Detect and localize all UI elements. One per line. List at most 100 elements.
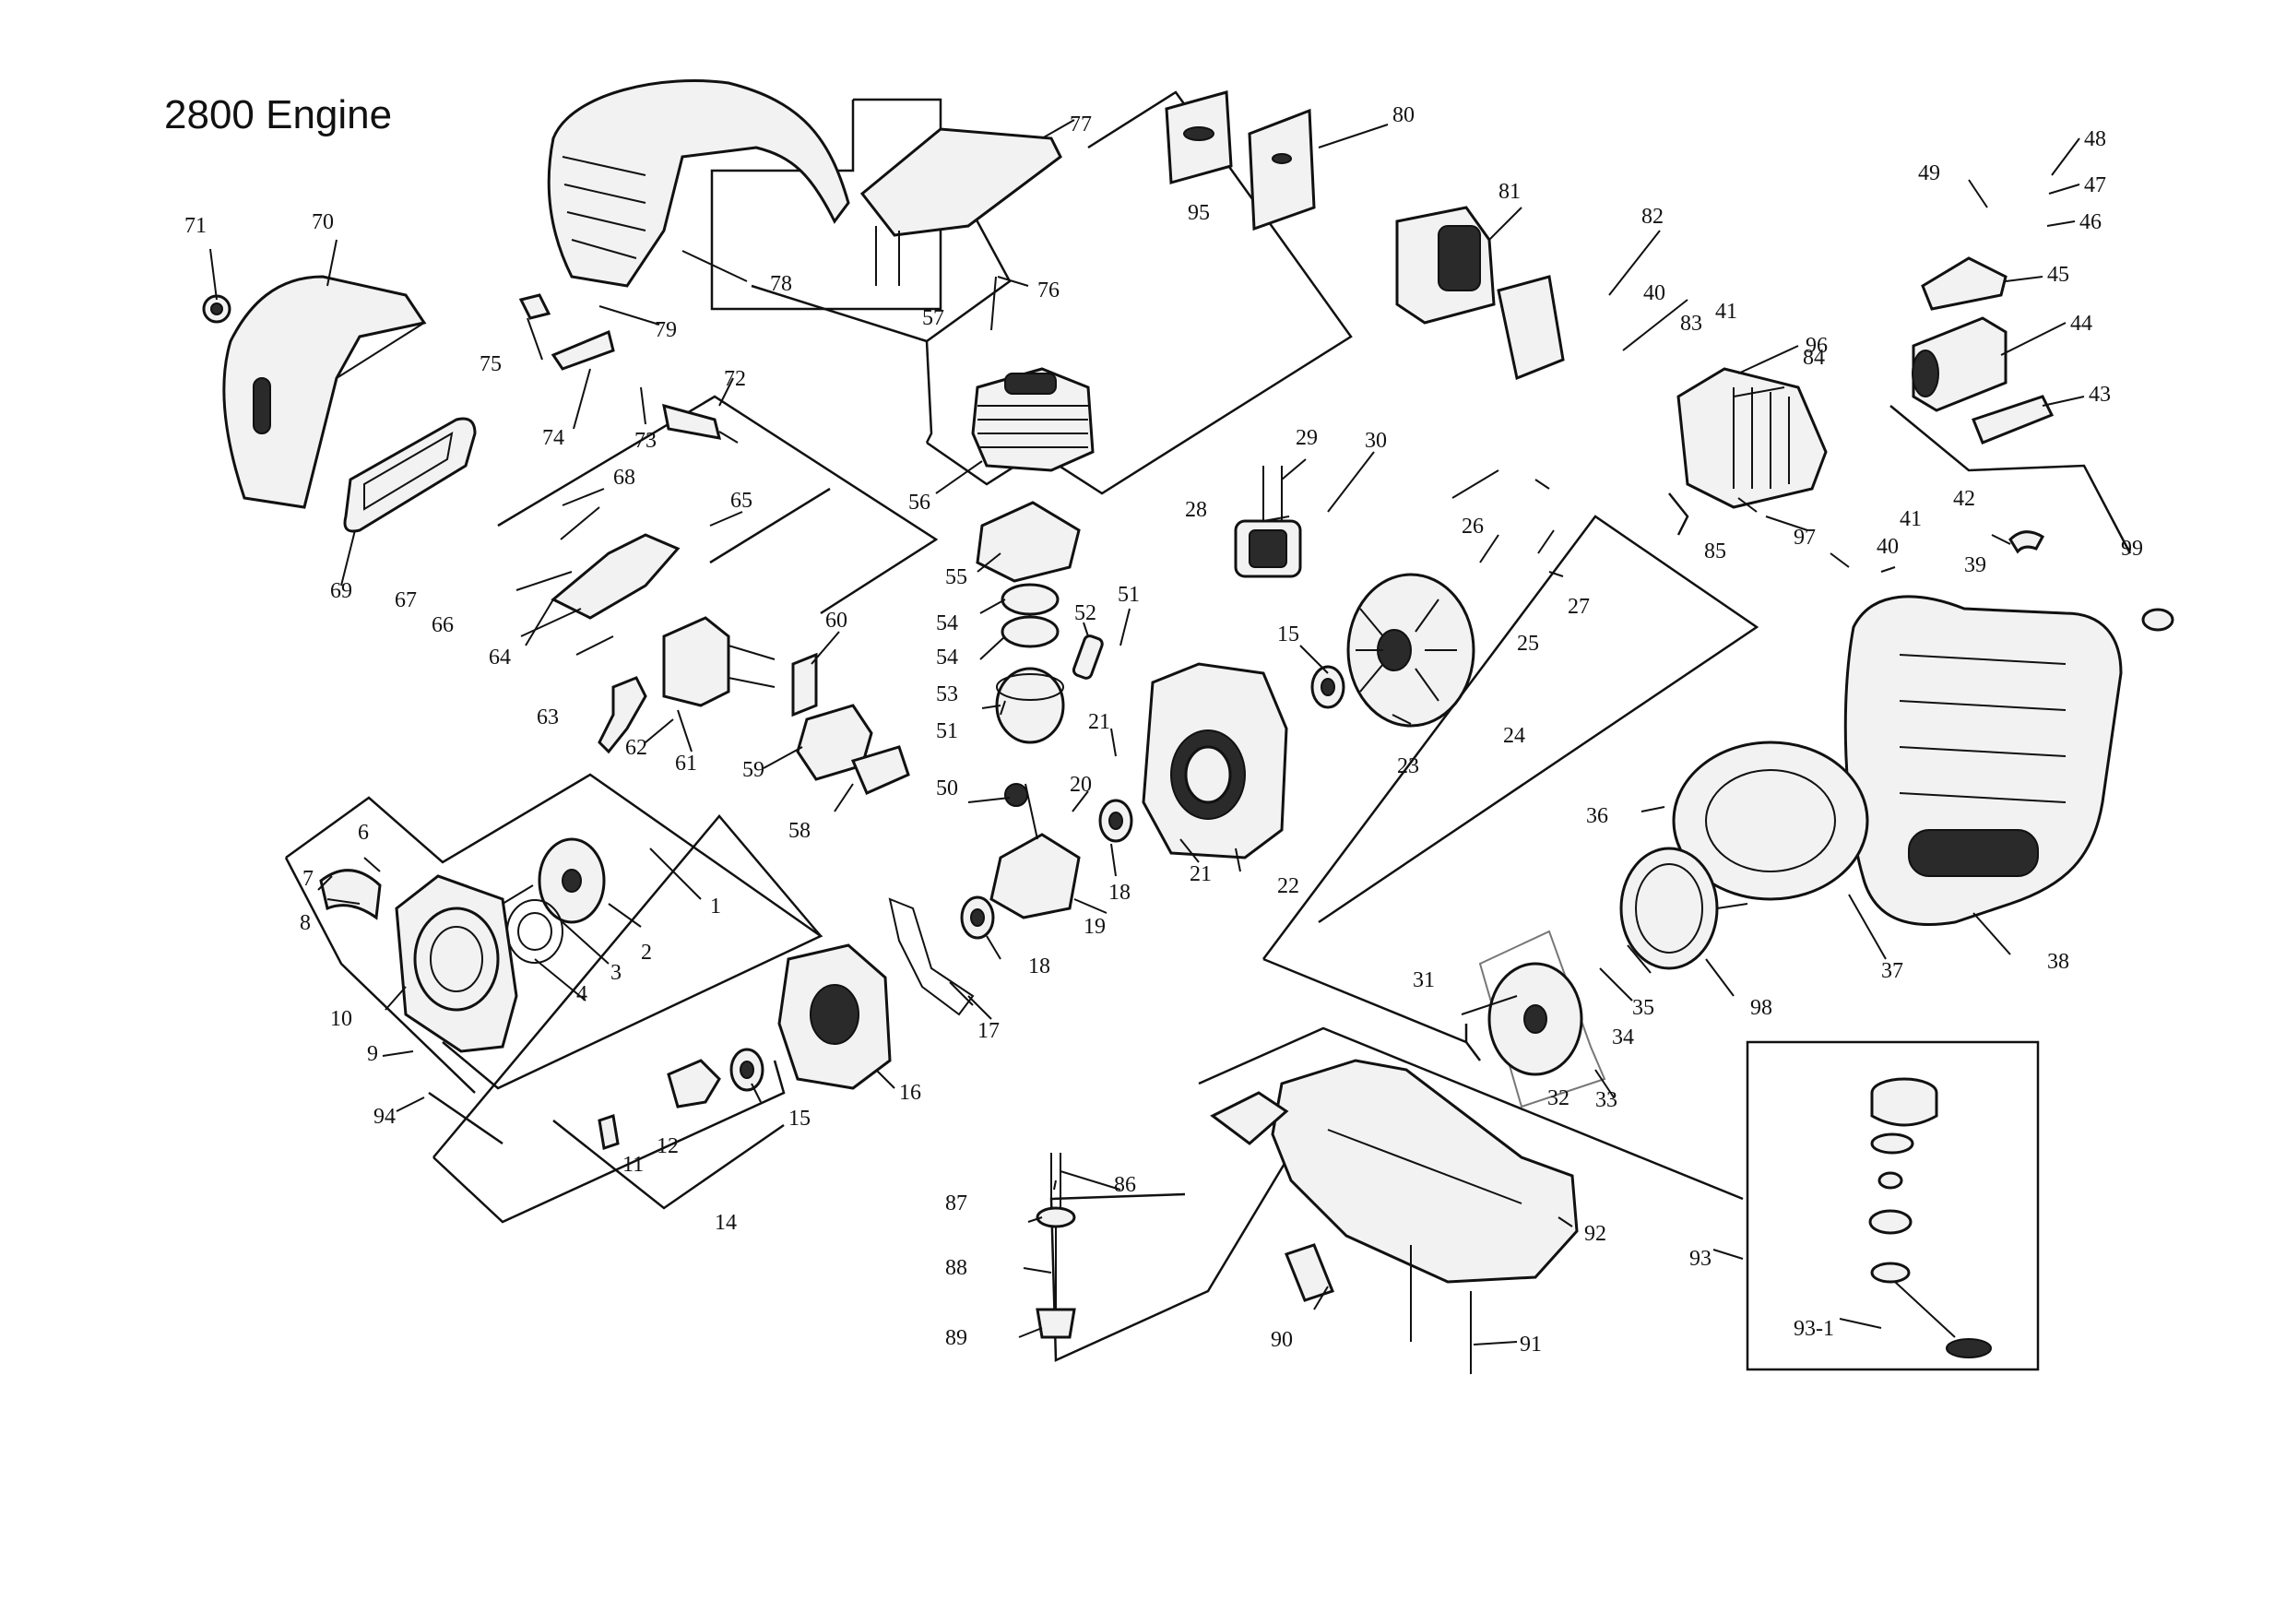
callout-28: 28 (1185, 498, 1207, 522)
callout-81: 81 (1498, 180, 1521, 204)
callout-41-upper: 41 (1715, 300, 1737, 324)
part-74-75-ignition (518, 293, 615, 371)
part-84-96-97-guard (1676, 367, 1828, 509)
callout-54-upper: 54 (936, 611, 958, 635)
callout-79: 79 (655, 318, 677, 342)
callout-87: 87 (945, 1191, 967, 1215)
callout-30: 30 (1365, 429, 1387, 453)
callout-59: 59 (742, 758, 764, 782)
callout-16: 16 (899, 1081, 921, 1105)
part-22-crankcase (1142, 662, 1288, 859)
callout-29: 29 (1296, 426, 1318, 450)
callout-71: 71 (184, 214, 207, 238)
callout-76: 76 (1037, 279, 1060, 302)
callout-90: 90 (1271, 1328, 1293, 1352)
callout-70: 70 (312, 210, 334, 234)
callout-21-upper: 21 (1088, 710, 1110, 734)
callout-96: 96 (1806, 334, 1828, 358)
callout-97: 97 (1794, 526, 1816, 550)
part-17-gasket (888, 897, 975, 1016)
part-2-3-4-pulley-spring (506, 837, 606, 964)
part-82-shield (1497, 275, 1565, 381)
callout-85: 85 (1704, 539, 1726, 563)
callout-39: 39 (1964, 553, 1986, 577)
part-52-pin (1072, 634, 1104, 680)
callout-48: 48 (2084, 127, 2106, 151)
callout-31: 31 (1413, 968, 1435, 992)
callout-1: 1 (710, 895, 721, 919)
callout-26: 26 (1462, 515, 1484, 539)
part-28-coil (1234, 466, 1302, 578)
callout-92: 92 (1584, 1222, 1606, 1246)
callout-47: 47 (2084, 173, 2106, 197)
callout-99: 99 (2121, 537, 2143, 561)
part-18-bearings (960, 799, 1133, 940)
callout-40-upper: 40 (1643, 281, 1665, 305)
callout-60: 60 (825, 609, 847, 633)
part-59-58-manifold (796, 704, 910, 795)
callout-37: 37 (1881, 959, 1903, 983)
part-99-39 (2008, 530, 2174, 632)
part-92-tank (1210, 1059, 1579, 1284)
callout-17: 17 (977, 1019, 1000, 1043)
callout-80: 80 (1392, 103, 1415, 127)
callout-35: 35 (1632, 996, 1654, 1020)
callout-78: 78 (770, 272, 792, 296)
callout-82: 82 (1641, 205, 1664, 229)
callout-33: 33 (1595, 1088, 1617, 1112)
callout-15-lower: 15 (788, 1107, 811, 1131)
callout-62: 62 (625, 736, 647, 760)
callout-89: 89 (945, 1326, 967, 1350)
callout-44: 44 (2070, 312, 2092, 336)
part-37-gasket (1672, 741, 1869, 901)
part-98-clutch-drum (1619, 847, 1748, 970)
part-10-starter (319, 869, 518, 1053)
callout-20: 20 (1070, 773, 1092, 797)
callout-52: 52 (1074, 601, 1096, 625)
callout-74: 74 (542, 426, 564, 450)
callout-8: 8 (300, 911, 311, 935)
callout-4: 4 (576, 982, 587, 1006)
callout-84: 84 (1803, 346, 1825, 370)
callout-32: 32 (1547, 1086, 1569, 1110)
callout-12: 12 (657, 1134, 679, 1158)
callout-98: 98 (1750, 996, 1772, 1020)
callout-18-upper: 18 (1108, 881, 1131, 905)
callout-15-upper: 15 (1277, 622, 1299, 646)
callout-95: 95 (1188, 201, 1210, 225)
part-72-spark-plug (662, 403, 739, 444)
callout-labels: 1 2 3 4 6 7 8 9 10 11 12 14 15 15 16 17 … (184, 103, 2143, 1357)
part-64-filter-base (551, 533, 681, 620)
callout-9: 9 (367, 1042, 378, 1066)
part-63-lever (598, 676, 647, 754)
callout-73: 73 (634, 429, 657, 453)
part-32-33-clutch (1487, 962, 1583, 1076)
callout-58: 58 (788, 819, 811, 843)
group-frames (284, 90, 2132, 1371)
callout-43: 43 (2089, 383, 2111, 407)
part-71-knob (202, 294, 231, 324)
callout-42: 42 (1953, 487, 1975, 511)
callout-88: 88 (945, 1256, 967, 1280)
callout-6: 6 (358, 821, 369, 845)
callout-21-lower: 21 (1190, 862, 1212, 886)
part-38-fan-housing (1843, 595, 2123, 927)
callout-27: 27 (1568, 595, 1590, 619)
callout-63: 63 (537, 705, 559, 729)
callout-25: 25 (1517, 632, 1539, 656)
callout-54-lower: 54 (936, 646, 958, 670)
callout-49: 49 (1918, 161, 1940, 185)
callout-93: 93 (1689, 1247, 1712, 1271)
callout-91: 91 (1520, 1333, 1542, 1357)
part-53-piston (976, 501, 1081, 744)
part-77-78-housing (547, 79, 1062, 288)
callout-69: 69 (330, 579, 352, 603)
part-15-seal (729, 665, 1345, 1092)
callout-94: 94 (373, 1105, 396, 1129)
callout-38: 38 (2047, 950, 2069, 974)
callout-83: 83 (1680, 312, 1702, 336)
callout-57: 57 (922, 306, 944, 330)
callout-53: 53 (936, 682, 958, 706)
callout-45: 45 (2047, 263, 2069, 287)
